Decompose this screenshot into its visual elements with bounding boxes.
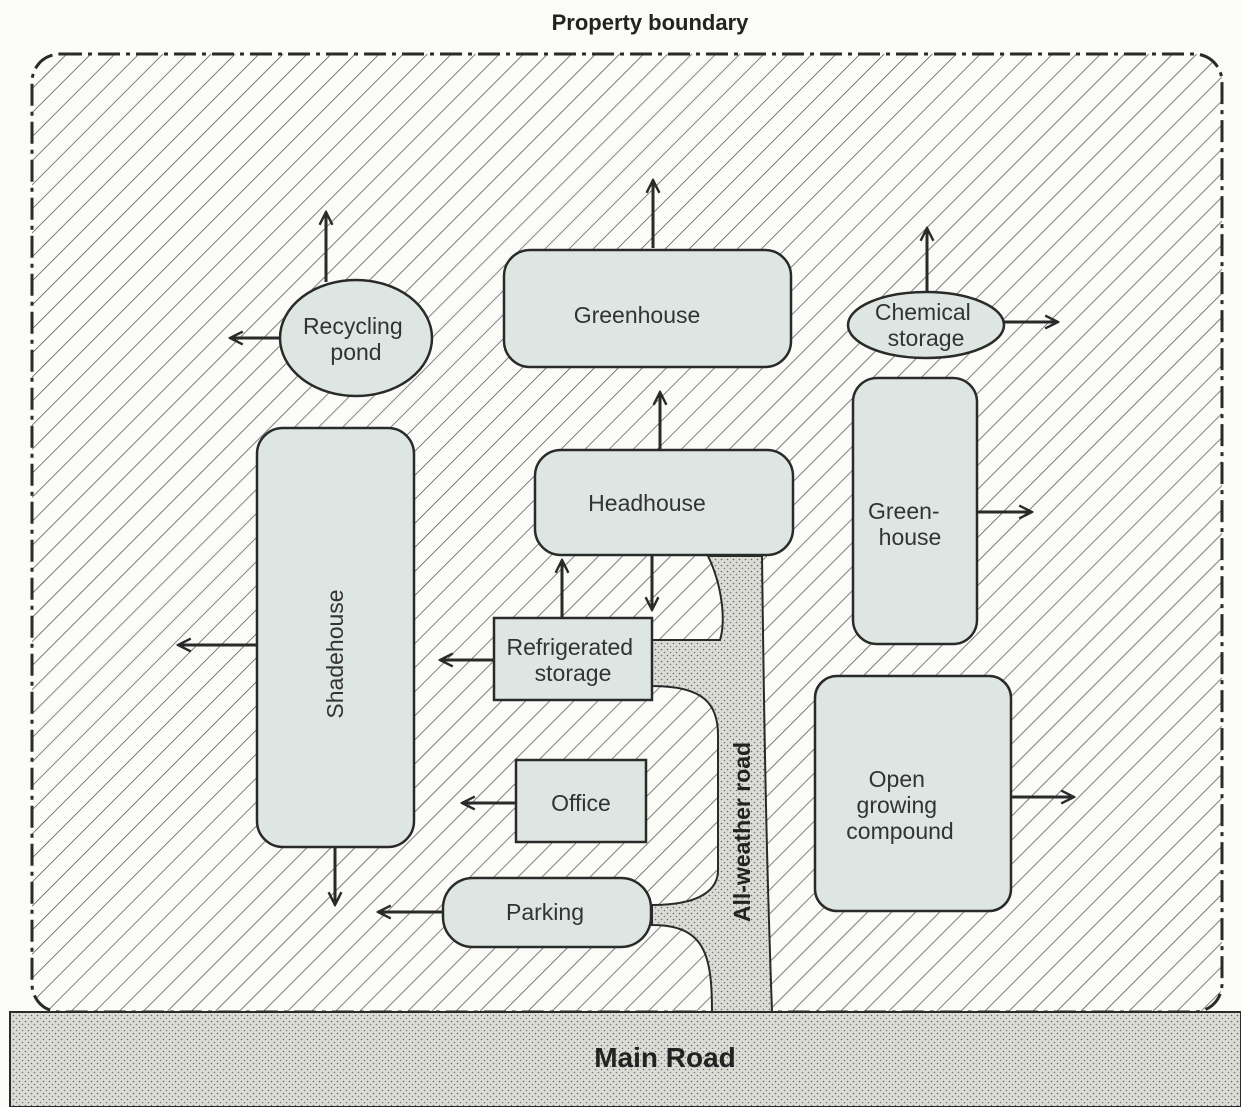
refrigerated-storage-label: Refrigerated storage [507, 634, 640, 686]
open-growing-compound [813, 674, 1013, 913]
office-label: Office [551, 790, 611, 816]
headhouse [533, 448, 795, 557]
office [514, 758, 648, 844]
greenhouse-top-label: Greenhouse [574, 302, 701, 328]
open-growing-compound-label: Open growing compound [846, 766, 953, 844]
area-labels: Recycling pond Greenhouse Chemical stora… [303, 299, 977, 925]
headhouse-label: Headhouse [588, 490, 706, 516]
parking [441, 876, 653, 949]
property-boundary-title: Property boundary [552, 10, 750, 35]
greenhouse-right-label: Green- house [868, 498, 946, 550]
shadehouse-label: Shadehouse [322, 589, 348, 718]
main-road [9, 1011, 1241, 1107]
recycling-pond-label: Recycling pond [303, 313, 409, 365]
greenhouse-right [851, 376, 979, 646]
greenhouse-top [502, 248, 793, 369]
recycling-pond [278, 278, 434, 398]
shadehouse [255, 426, 416, 849]
refrigerated-storage [492, 616, 654, 702]
chemical-storage-label: Chemical storage [875, 299, 977, 351]
main-road-label: Main Road [594, 1042, 736, 1073]
chemical-storage [846, 290, 1006, 360]
arrows [178, 180, 1074, 912]
all-weather-road-label: All-weather road [729, 742, 755, 922]
parking-label: Parking [506, 899, 584, 925]
